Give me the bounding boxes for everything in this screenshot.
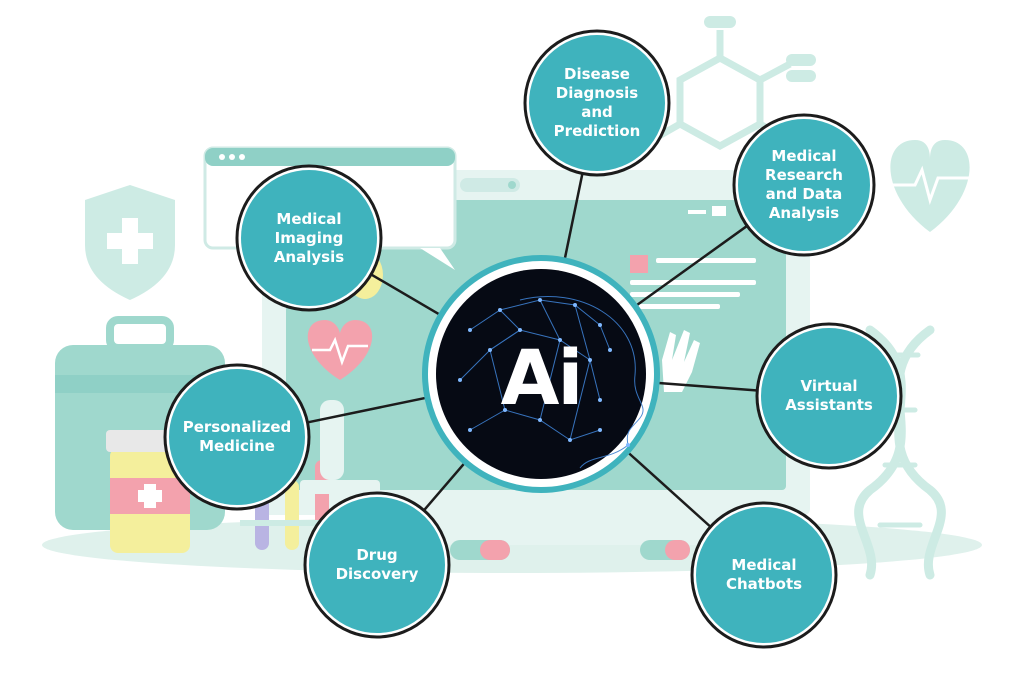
connector-medical-research [636, 223, 750, 307]
node-ring-medical-chatbots [690, 501, 838, 649]
connector-lines [305, 171, 760, 530]
background-illustration [42, 16, 982, 580]
node-ring-disease-diagnosis [523, 29, 671, 177]
connector-disease-diagnosis [563, 171, 585, 259]
connector-medical-chatbots [627, 452, 713, 530]
microscope-icon [300, 400, 380, 494]
node-ring-drug-discovery [303, 491, 451, 639]
node-personalized-medicine [165, 365, 309, 509]
connector-drug-discovery [421, 462, 466, 513]
node-ring-medical-imaging [235, 164, 383, 312]
ai-center-label: Ai [500, 332, 584, 422]
heart-pulse-icon [890, 140, 970, 232]
node-ring-personalized-medicine [163, 363, 311, 511]
shield-cross-icon [85, 185, 175, 300]
node-ring-virtual-assistants [755, 322, 903, 470]
ai-center-node [422, 255, 660, 493]
capsule-icon [450, 540, 690, 560]
connector-personalized-medicine [305, 396, 426, 425]
topic-nodes [163, 29, 903, 649]
connector-virtual-assistants [658, 381, 760, 392]
node-medical-imaging [237, 166, 381, 310]
hand-icon [662, 330, 700, 392]
heart-icon-pink [307, 320, 373, 380]
node-drug-discovery [305, 493, 449, 637]
node-medical-chatbots [692, 503, 836, 647]
ai-network-dots [458, 298, 630, 447]
node-medical-research [734, 115, 874, 255]
node-disease-diagnosis [525, 31, 669, 175]
node-virtual-assistants [757, 324, 901, 468]
node-ring-medical-research [732, 113, 876, 257]
pill-bottle-icon [106, 430, 194, 553]
connector-medical-imaging [368, 272, 440, 316]
ai-head-icon [459, 296, 644, 469]
